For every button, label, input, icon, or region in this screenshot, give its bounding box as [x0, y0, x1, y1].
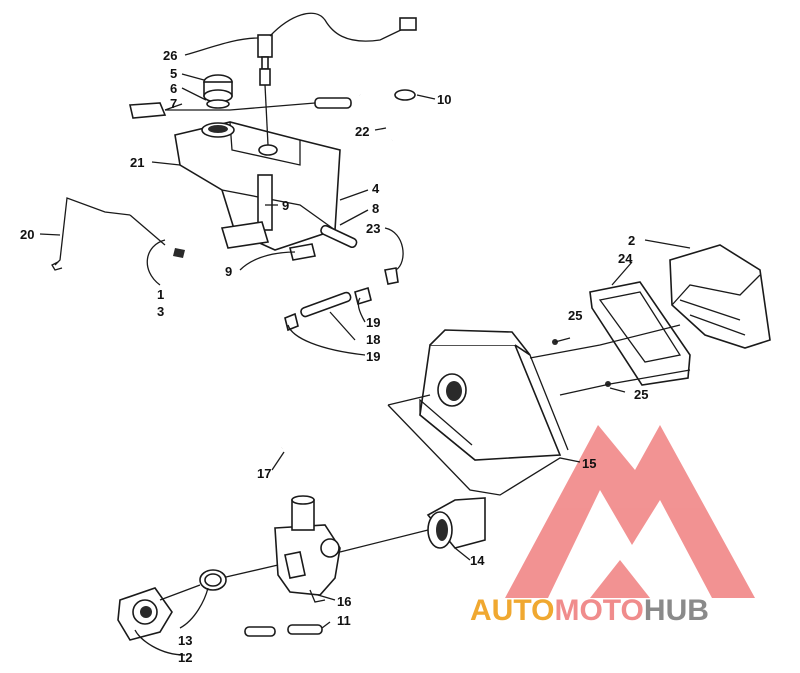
callout-21: 21 — [130, 155, 144, 170]
callout-19-a: 19 — [366, 315, 380, 330]
callout-24: 24 — [618, 251, 633, 266]
callout-25-b: 25 — [634, 387, 648, 402]
callout-2: 2 — [628, 233, 635, 248]
callout-9-b: 9 — [225, 264, 232, 279]
watermark-logo — [505, 425, 755, 598]
callout-22: 22 — [355, 124, 369, 139]
callout-15: 15 — [582, 456, 596, 471]
callout-8: 8 — [372, 201, 379, 216]
callout-13: 13 — [178, 633, 192, 648]
intake-boot — [426, 497, 486, 549]
carburetor — [274, 442, 341, 603]
callout-17: 17 — [257, 466, 271, 481]
callout-25-a: 25 — [568, 308, 582, 323]
callout-5: 5 — [170, 66, 177, 81]
callout-9-a: 9 — [282, 198, 289, 213]
callout-16: 16 — [337, 594, 351, 609]
callout-18: 18 — [366, 332, 380, 347]
filter-assembly — [552, 244, 771, 387]
callout-11: 11 — [337, 613, 351, 628]
callout-labels: 26 5 6 7 10 22 21 4 9 8 23 20 9 1 3 19 1… — [20, 48, 648, 665]
air-silencer — [419, 329, 569, 461]
hose-11 — [244, 624, 323, 637]
fuel-line-assembly — [284, 267, 399, 332]
callout-14: 14 — [470, 553, 485, 568]
fuel-tank-assembly — [129, 12, 417, 261]
callout-6: 6 — [170, 81, 177, 96]
callout-23: 23 — [366, 221, 380, 236]
watermark-hub: HUB — [644, 594, 709, 627]
callout-10: 10 — [437, 92, 451, 107]
callout-26: 26 — [163, 48, 177, 63]
airbox-cover — [669, 244, 771, 349]
callout-20: 20 — [20, 227, 34, 242]
rod-assembly — [51, 197, 185, 271]
callout-4: 4 — [372, 181, 380, 196]
svg-text:AUTOMOTOHUB: AUTOMOTOHUB — [470, 594, 709, 627]
flange-assembly — [117, 569, 227, 641]
callout-1: 1 — [157, 287, 164, 302]
watermark-moto: MOTO — [554, 594, 643, 627]
callout-19-b: 19 — [366, 349, 380, 364]
callout-7: 7 — [170, 96, 177, 111]
leader-lines — [39, 37, 691, 656]
watermark-text: AUTOMOTOHUB — [470, 594, 709, 627]
callout-12: 12 — [178, 650, 192, 665]
callout-3: 3 — [157, 304, 164, 319]
fuel-sender — [257, 34, 273, 58]
watermark-auto: AUTO — [470, 594, 554, 627]
